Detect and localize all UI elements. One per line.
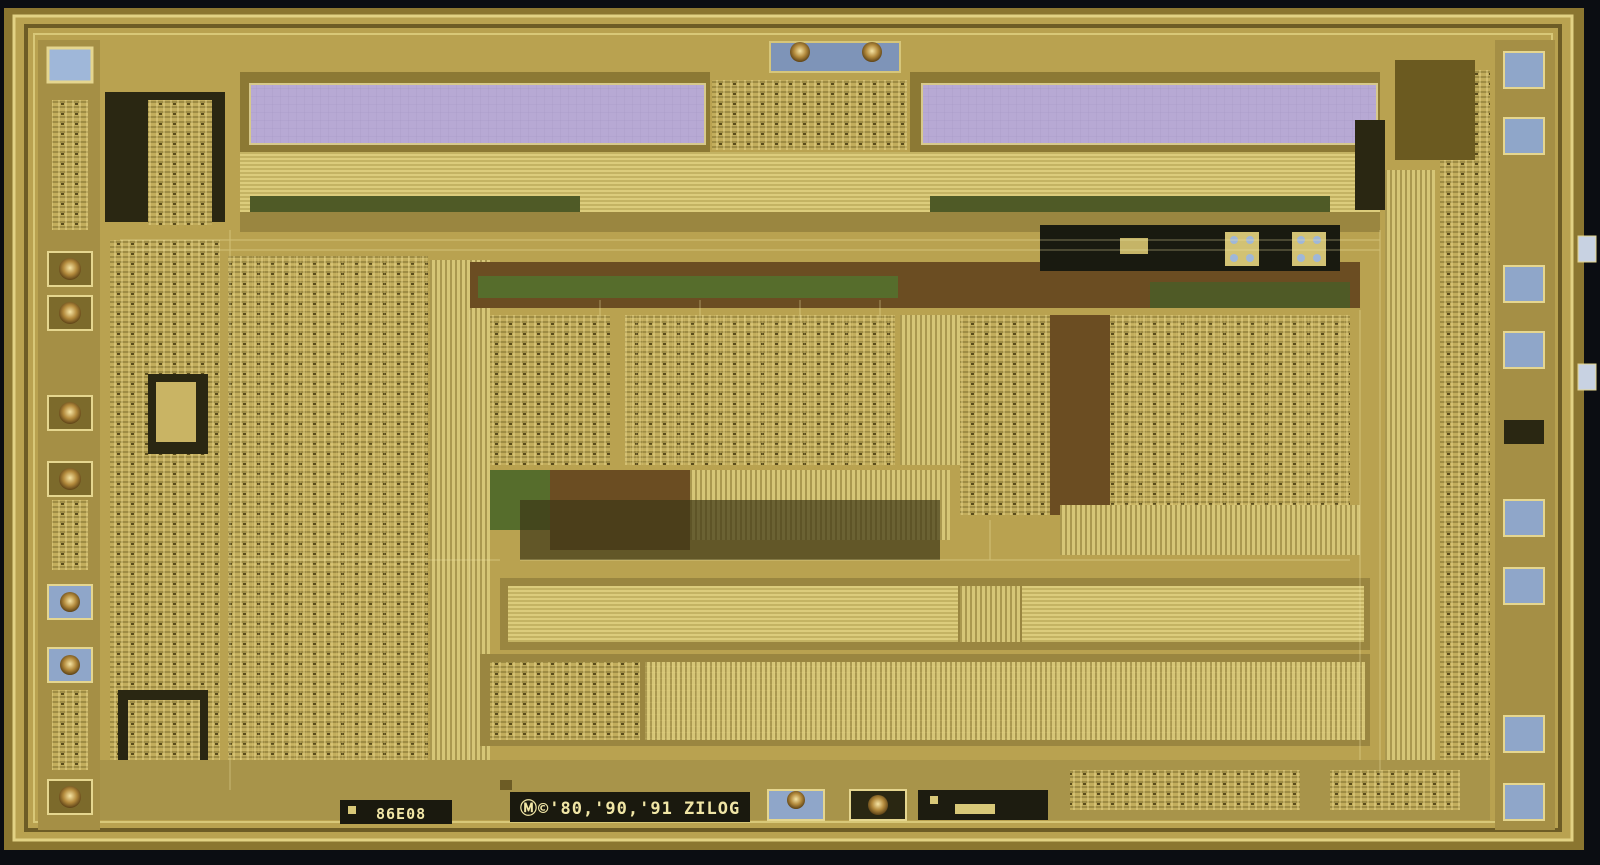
bottom-bond-pads (767, 789, 1048, 821)
copyright-label: Ⓜ©'80,'90,'91 ZILOG (520, 798, 740, 819)
die-markings: 86E08 Ⓜ©'80,'90,'91 ZILOG (340, 792, 750, 824)
center-region (470, 262, 1360, 560)
random-logic-left (228, 256, 490, 786)
right-top-panel (1040, 225, 1350, 308)
driver-row-top (240, 152, 1380, 232)
die-code-label: 86E08 (376, 805, 426, 823)
rom-array (500, 578, 1370, 650)
right-logic-column (1355, 60, 1490, 790)
top-bond-pads (769, 41, 901, 73)
register-array (480, 654, 1370, 746)
left-logic-column (105, 92, 225, 800)
wiring-overlay (120, 230, 1381, 790)
memory-array-top (240, 72, 1380, 152)
left-pads (38, 40, 100, 830)
right-pads (1495, 40, 1597, 830)
